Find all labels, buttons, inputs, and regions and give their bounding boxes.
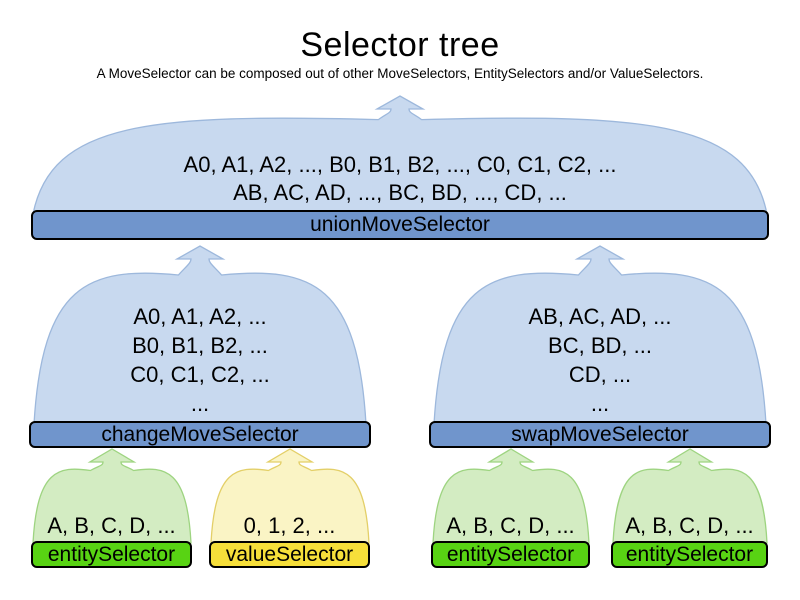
entity-items-line: A, B, C, D, ... [446, 513, 575, 538]
value-selector-label: valueSelector [225, 542, 354, 566]
change-items-line: A0, A1, A2, ... [133, 304, 267, 329]
diagram-subtitle: A MoveSelector can be composed out of ot… [96, 66, 704, 81]
entity-selector-bar: entitySelector [31, 541, 192, 568]
change-move-selector-bar: changeMoveSelector [29, 421, 371, 448]
entity-funnel-items: A, B, C, D, ... [31, 514, 192, 538]
entity-selector-label: entitySelector [47, 542, 176, 566]
union-move-selector-label: unionMoveSelector [310, 213, 490, 236]
entity-funnel-items: A, B, C, D, ... [611, 514, 768, 538]
union-move-selector-bar: unionMoveSelector [31, 210, 769, 240]
swap-move-selector-bar: swapMoveSelector [429, 421, 771, 448]
entity-selector-label: entitySelector [446, 542, 575, 566]
swap-items-line: CD, ... [568, 362, 632, 387]
swap-funnel-items: AB, AC, AD, ... BC, BD, ... CD, ... ... [430, 302, 770, 418]
union-items-line: A0, A1, A2, ..., B0, B1, B2, ..., C0, C1… [183, 152, 617, 177]
change-funnel-items: A0, A1, A2, ... B0, B1, B2, ... C0, C1, … [30, 302, 370, 418]
entity-selector-bar: entitySelector [431, 541, 590, 568]
swap-funnel-shape [433, 245, 767, 425]
swap-move-selector-label: swapMoveSelector [511, 422, 689, 446]
value-funnel-shape [210, 448, 370, 544]
diagram-title: Selector tree [300, 26, 500, 64]
swap-items-line: BC, BD, ... [548, 333, 652, 358]
change-items-line: C0, C1, C2, ... [130, 362, 270, 387]
entity-funnel-items: A, B, C, D, ... [431, 514, 590, 538]
union-funnel-shape [32, 95, 768, 215]
value-funnel-items: 0, 1, 2, ... [209, 514, 370, 538]
entity-funnel-shape [432, 448, 590, 544]
change-funnel-shape [33, 245, 367, 425]
union-items-line: AB, AC, AD, ..., BC, BD, ..., CD, ... [233, 180, 567, 205]
value-items-line: 0, 1, 2, ... [243, 513, 336, 538]
entity-funnel-shape [32, 448, 192, 544]
union-funnel-items: A0, A1, A2, ..., B0, B1, B2, ..., C0, C1… [33, 151, 767, 207]
entity-selector-bar: entitySelector [611, 541, 768, 568]
change-items-line: B0, B1, B2, ... [132, 333, 268, 358]
entity-selector-label: entitySelector [625, 542, 754, 566]
change-move-selector-label: changeMoveSelector [101, 422, 299, 446]
swap-items-line: AB, AC, AD, ... [528, 304, 672, 329]
entity-items-line: A, B, C, D, ... [47, 513, 176, 538]
entity-funnel-shape [612, 448, 768, 544]
change-items-line: ... [190, 391, 210, 416]
swap-items-line: ... [590, 391, 610, 416]
value-selector-bar: valueSelector [209, 541, 370, 568]
entity-items-line: A, B, C, D, ... [625, 513, 754, 538]
